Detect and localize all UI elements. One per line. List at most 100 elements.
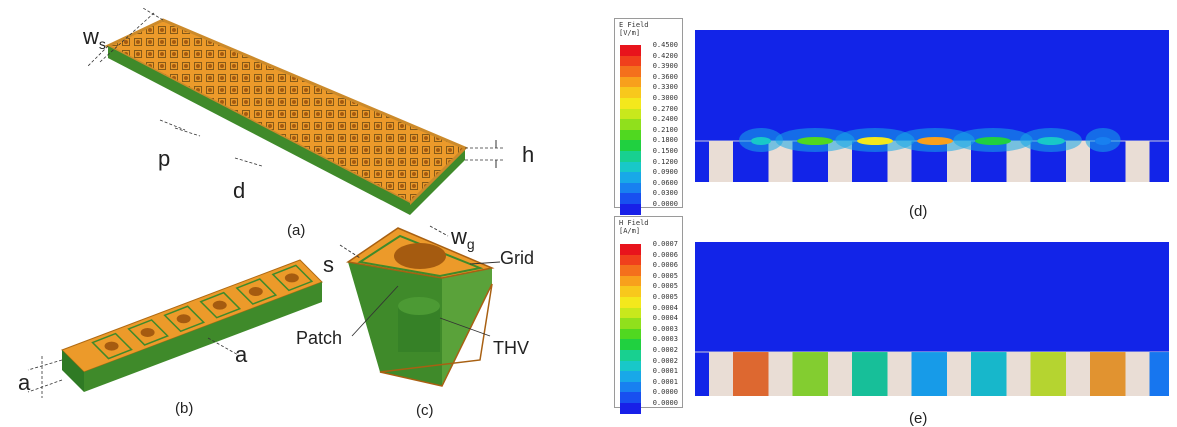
legend-swatch	[620, 203, 641, 215]
e-field-legend-title: E Field [V/m]	[619, 21, 649, 37]
label-b: (b)	[175, 400, 194, 417]
dim-wg-main: w	[451, 224, 467, 249]
legend-value: 0.0006	[652, 250, 678, 259]
legend-value: 0.3900	[652, 62, 678, 71]
dim-a-horizontal: a	[235, 342, 248, 367]
legend-value: 0.0600	[652, 178, 678, 187]
legend-value: 0.0000	[652, 398, 678, 407]
legend-swatch	[620, 360, 641, 372]
field-hotspot	[917, 137, 953, 145]
callout-thv: THV	[493, 338, 529, 358]
legend-swatch	[620, 55, 641, 67]
field-region	[911, 352, 947, 396]
legend-value: 0.2700	[652, 104, 678, 113]
legend-value: 0.0000	[652, 388, 678, 397]
field-region	[1090, 352, 1126, 396]
field-region	[1149, 352, 1169, 396]
legend-swatch	[620, 45, 641, 56]
callout-patch: Patch	[296, 328, 343, 348]
legend-value: 0.0000	[652, 199, 678, 208]
strip-cell	[163, 305, 206, 333]
legend-swatch	[620, 87, 641, 98]
strip-b-cells	[91, 264, 314, 360]
field-hotspot	[751, 137, 771, 145]
label-a: (a)	[287, 222, 306, 239]
legend-value: 0.0001	[652, 377, 678, 386]
strip-cell	[127, 319, 169, 346]
e-field-unit: [V/m]	[619, 29, 641, 37]
legend-swatch	[620, 244, 641, 255]
legend-swatch	[620, 161, 641, 173]
legend-value: 0.0004	[652, 314, 678, 323]
board-a	[104, 18, 468, 215]
legend-swatch	[620, 76, 641, 88]
via-pillar	[1125, 141, 1150, 182]
field-region	[733, 352, 769, 396]
legend-value: 0.0006	[652, 261, 678, 270]
strip-cell	[91, 332, 133, 360]
via-pillar	[828, 352, 852, 396]
legend-value: 0.3600	[652, 72, 678, 81]
strip-cell	[235, 278, 278, 305]
legend-swatch	[620, 349, 641, 361]
field-hotspot	[1095, 137, 1111, 145]
field-hotspot	[975, 137, 1011, 145]
legend-swatch	[620, 339, 641, 350]
label-d: (d)	[909, 203, 928, 220]
dim-wg: wg	[451, 224, 475, 252]
legend-value: 0.4200	[652, 51, 678, 60]
dim-h: h	[522, 142, 535, 167]
h-field-color-scale	[620, 244, 641, 414]
via-pillar	[709, 141, 733, 182]
dim-s: s	[323, 252, 334, 277]
legend-value: 0.1800	[652, 136, 678, 145]
strip-b	[61, 259, 323, 392]
legend-swatch	[620, 182, 641, 194]
legend-swatch	[620, 265, 641, 276]
via-pillar	[709, 352, 733, 396]
legend-swatch	[620, 140, 641, 151]
via-pillar	[887, 352, 912, 396]
legend-value: 0.0005	[652, 282, 678, 291]
legend-value: 0.2100	[652, 125, 678, 134]
legend-swatch	[620, 275, 641, 287]
legend-value: 0.3300	[652, 83, 678, 92]
legend-swatch	[620, 150, 641, 162]
e-field-color-scale	[620, 45, 641, 215]
legend-value: 0.0002	[652, 356, 678, 365]
dim-ws-sub: s	[98, 36, 106, 52]
e-field-plot-graphic	[695, 128, 1169, 182]
dim-wg-sub: g	[466, 236, 475, 252]
legend-swatch	[620, 108, 641, 120]
legend-swatch	[620, 381, 641, 393]
e-field-plot	[695, 30, 1169, 182]
label-e: (e)	[909, 410, 928, 427]
field-hotspot	[797, 137, 833, 145]
field-region	[1030, 352, 1066, 396]
via-pillar	[768, 352, 793, 396]
label-c: (c)	[416, 402, 434, 419]
legend-value: 0.3000	[652, 93, 678, 102]
legend-value: 0.0005	[652, 292, 678, 301]
legend-swatch	[620, 402, 641, 414]
field-region	[792, 352, 828, 396]
legend-swatch	[620, 318, 641, 329]
legend-swatch	[620, 97, 641, 109]
legend-value: 0.4500	[652, 41, 678, 49]
legend-swatch	[620, 371, 641, 382]
field-region	[971, 352, 1007, 396]
via-pillar	[947, 352, 971, 396]
unit-cell-c	[346, 227, 495, 387]
legend-swatch	[620, 193, 641, 204]
legend-value: 0.0004	[652, 303, 678, 312]
field-hotspot	[1037, 137, 1065, 145]
dim-d: d	[233, 178, 246, 203]
strip-cell	[271, 264, 314, 292]
structure-drawings	[27, 7, 505, 398]
dim-a-vertical: a	[18, 370, 31, 395]
legend-value: 0.0300	[652, 189, 678, 198]
h-field-plot	[695, 242, 1169, 396]
